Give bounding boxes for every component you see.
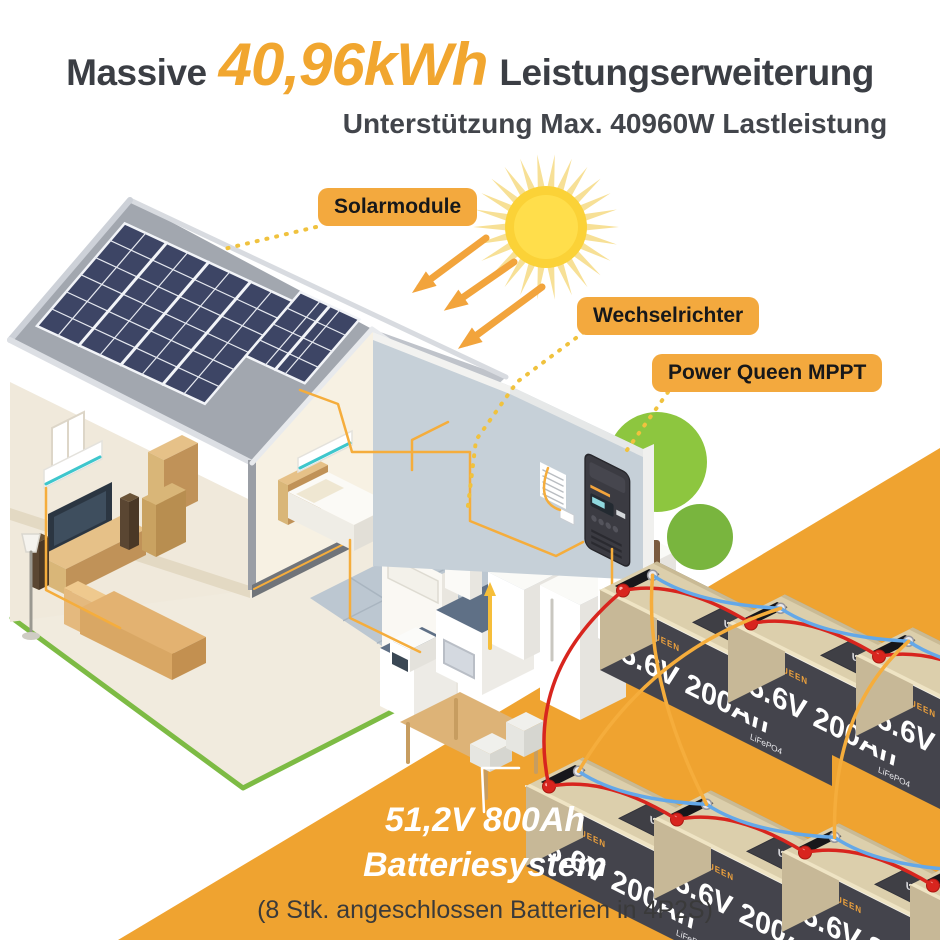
label-wechselrichter: Wechselrichter bbox=[577, 297, 760, 335]
house-wiring bbox=[44, 388, 678, 666]
range-hood bbox=[387, 554, 439, 605]
solar-array-large bbox=[34, 221, 295, 406]
living-room bbox=[21, 439, 206, 680]
caption-leader-line bbox=[480, 766, 521, 814]
right-wall bbox=[373, 332, 654, 580]
title-highlight-kwh: 40,96kWh bbox=[218, 31, 489, 98]
battery-system-capacity: 51,2V 800Ah bbox=[384, 801, 586, 839]
title-suffix: Leistungserweiterung bbox=[499, 52, 874, 93]
battery-wires bbox=[542, 573, 940, 888]
sun-icon bbox=[473, 154, 619, 300]
label-solarmodule: Solarmodule bbox=[318, 188, 478, 226]
subtitle-max-load: Unterstützung Max. 40960W Lastleistung bbox=[342, 108, 888, 139]
title-prefix: Massive bbox=[66, 52, 207, 93]
battery-system-name: Batteriesystem bbox=[363, 846, 607, 884]
solar-array-small bbox=[243, 290, 362, 385]
mppt-controller bbox=[584, 453, 631, 567]
label-power-queen-mppt: Power Queen MPPT bbox=[652, 354, 883, 392]
leader-lines bbox=[222, 225, 670, 516]
battery-config-note: (8 Stk. angeschlossen Batterien in 4P2S) bbox=[257, 896, 713, 924]
floor-lamp bbox=[21, 533, 41, 553]
page-title: Massive 40,96kWh Leistungserweiterung bbox=[0, 30, 940, 99]
sunlight-arrows bbox=[411, 234, 546, 349]
